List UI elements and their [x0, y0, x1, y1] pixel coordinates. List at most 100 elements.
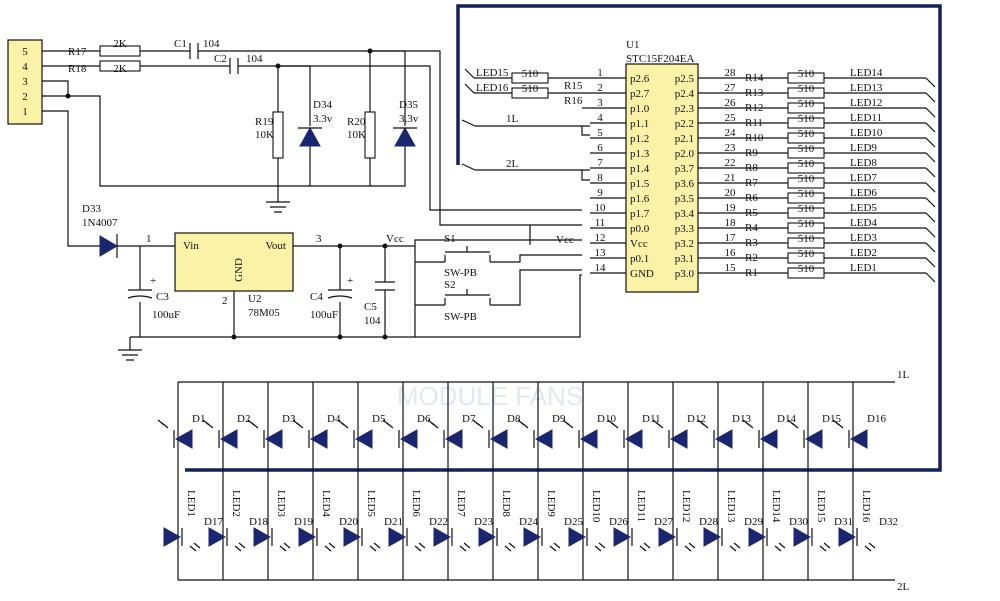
resistor-ref: R4 — [745, 222, 758, 234]
led-ref: D32 — [879, 516, 898, 528]
led-bottom — [703, 527, 722, 547]
resistor-value: 2K — [113, 38, 127, 50]
column-net-label: LED1 — [185, 490, 197, 517]
wire — [925, 197, 936, 208]
wire — [42, 50, 582, 245]
led-bottom — [523, 527, 542, 547]
capacitor-value: 104 — [203, 38, 220, 50]
led-bottom — [658, 527, 677, 547]
led-top — [399, 429, 418, 449]
mcu-pin-number: 12 — [595, 232, 606, 244]
mcu-pin-name: p3.2 — [675, 238, 694, 250]
led-ref: D30 — [789, 516, 808, 528]
row-net-label: 2L — [897, 581, 910, 593]
led-top — [804, 429, 823, 449]
zener-d34 — [299, 126, 321, 147]
net-label: LED8 — [850, 157, 877, 169]
connector-pin: 5 — [22, 46, 28, 58]
mcu-pin-number: 5 — [597, 127, 603, 139]
mcu-pin-name: p1.1 — [630, 118, 649, 130]
mcu-pin-name: p2.4 — [675, 88, 695, 100]
mcu-pin-name: p3.4 — [675, 208, 695, 220]
led-rays — [742, 419, 754, 429]
led-ref: D25 — [564, 516, 583, 528]
capacitor-ref: C5 — [364, 301, 377, 313]
mcu-pin-name: p3.6 — [675, 178, 695, 190]
regulator-gnd: GND — [233, 258, 245, 282]
resistor-ref: R11 — [745, 117, 763, 129]
net-label: LED14 — [850, 67, 883, 79]
mcu-pin-name: p1.2 — [630, 133, 649, 145]
resistor-value: 510 — [798, 248, 815, 260]
resistor-value: 510 — [798, 68, 815, 80]
led-ref: D19 — [294, 516, 313, 528]
led-top — [489, 429, 508, 449]
switch-type: SW-PB — [444, 267, 477, 279]
led-ref: D18 — [249, 516, 268, 528]
led-bottom — [748, 527, 767, 547]
mcu-pin-name: p1.0 — [630, 103, 650, 115]
mcu-pin-number: 2 — [597, 82, 603, 94]
wire — [925, 77, 936, 88]
net-label: LED4 — [850, 217, 877, 229]
row-net-label: 2L — [506, 158, 519, 170]
mcu-pin-name: p2.5 — [675, 73, 695, 85]
resistor-ref: R17 — [68, 46, 87, 58]
led-rays — [639, 542, 651, 552]
capacitor-value: 104 — [246, 53, 263, 65]
column-net-label: LED16 — [860, 490, 872, 523]
mcu-pin-number: 24 — [725, 127, 737, 139]
led-rays — [594, 542, 606, 552]
led-ref: D27 — [654, 516, 673, 528]
wire — [42, 110, 100, 247]
wire — [42, 65, 582, 211]
mcu-pin-name: GND — [630, 268, 654, 280]
led-rays — [652, 419, 664, 429]
resistor-ref: R2 — [745, 252, 758, 264]
mcu-pin-number: 4 — [597, 112, 603, 124]
net-label: LED1 — [850, 262, 877, 274]
regulator-part: 78M05 — [248, 307, 280, 319]
led-rays — [414, 542, 426, 552]
wire — [464, 68, 475, 79]
mcu-pin-name: p3.3 — [675, 223, 695, 235]
led-top — [759, 429, 778, 449]
led-top — [174, 429, 193, 449]
resistor-value: 510 — [798, 218, 815, 230]
row-net-label: 1L — [897, 369, 910, 381]
column-net-label: LED12 — [680, 490, 692, 522]
led-top — [669, 429, 688, 449]
resistor-r20 — [364, 111, 376, 159]
regulator-vout: Vout — [265, 240, 286, 252]
column-net-label: LED9 — [545, 490, 557, 517]
led-ref: D22 — [429, 516, 448, 528]
mcu-pin-name: p3.7 — [675, 163, 695, 175]
svg-text:+: + — [150, 275, 156, 287]
mcu-pin-number: 3 — [597, 97, 603, 109]
mcu-pin-number: 9 — [597, 187, 603, 199]
column-net-label: LED7 — [455, 490, 467, 517]
resistor-ref: R20 — [347, 116, 366, 128]
mcu-pin-name: p1.7 — [630, 208, 650, 220]
zener-d35 — [394, 126, 416, 147]
resistor-value: 510 — [798, 188, 815, 200]
vcc-label: Vcc — [386, 233, 404, 245]
rectifier-diode — [99, 235, 118, 257]
led-ref: D15 — [822, 413, 841, 425]
wire — [415, 254, 582, 306]
resistor-ref: R8 — [745, 162, 758, 174]
led-ref: D16 — [867, 413, 886, 425]
bus-line — [185, 4, 942, 472]
mcu-pin-name: p3.0 — [675, 268, 695, 280]
led-rays — [729, 542, 741, 552]
led-rays — [189, 542, 201, 552]
led-rays — [247, 419, 259, 429]
mcu-pin-number: 19 — [725, 202, 737, 214]
net-label: LED6 — [850, 187, 877, 199]
led-top — [624, 429, 643, 449]
mcu-pin-number: 28 — [725, 67, 737, 79]
regulator-ref: U2 — [248, 293, 261, 305]
led-ref: D31 — [834, 516, 853, 528]
led-bottom — [298, 527, 317, 547]
